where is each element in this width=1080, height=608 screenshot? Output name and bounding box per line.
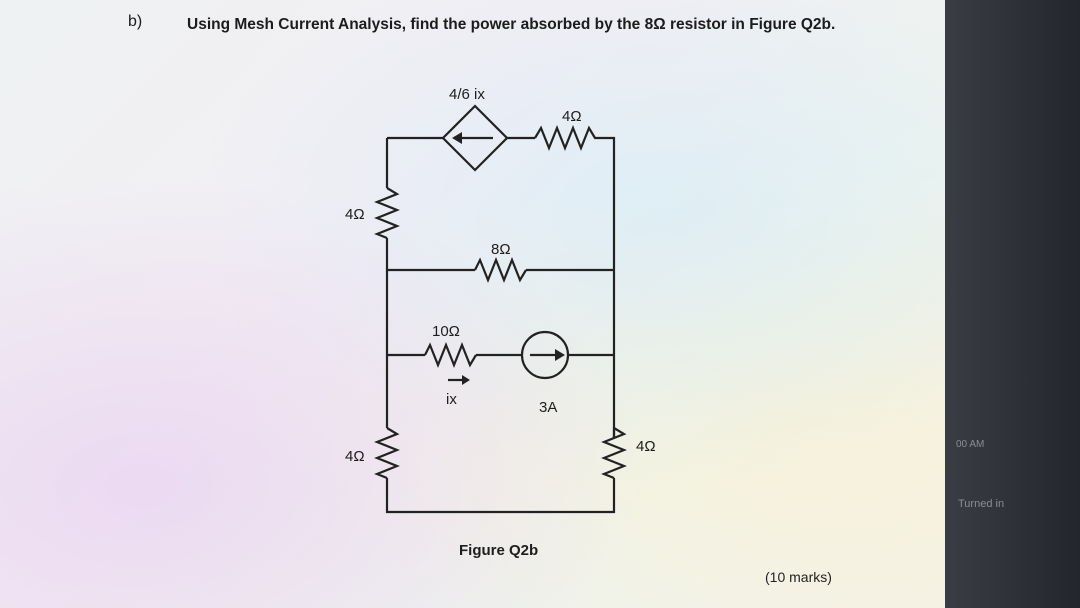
- question-text: Using Mesh Current Analysis, find the po…: [187, 16, 836, 33]
- resistor-right-label: 4Ω: [636, 438, 656, 455]
- wire-left-lower: [385, 478, 616, 514]
- resistor-left-bottom: [374, 427, 400, 480]
- turned-in-status: Turned in: [958, 498, 1005, 510]
- resistor-10-label: 10Ω: [432, 323, 460, 340]
- current-source-3a: [520, 330, 570, 380]
- resistor-middle: [474, 257, 527, 283]
- resistor-top: [534, 125, 600, 151]
- ix-arrow-icon: [448, 375, 470, 385]
- current-source-label: 3A: [539, 399, 557, 416]
- marks-label: (10 marks): [765, 569, 832, 585]
- dependent-source-label: 4/6 ix: [449, 86, 485, 103]
- resistor-left-bottom-label: 4Ω: [345, 448, 365, 465]
- dependent-current-source: [441, 104, 509, 172]
- resistor-right: [601, 427, 627, 480]
- ix-label: ix: [446, 391, 457, 408]
- resistor-left-top: [374, 187, 400, 240]
- figure-caption: Figure Q2b: [459, 542, 539, 559]
- circuit-diagram: 4/6 ix 4Ω 4Ω 8Ω 10Ω ix 3A 4Ω 4Ω: [345, 86, 656, 514]
- resistor-left-top-label: 4Ω: [345, 206, 365, 223]
- screen-area: [0, 0, 945, 608]
- resistor-middle-label: 8Ω: [491, 241, 511, 258]
- wire-top-right: [600, 136, 616, 438]
- resistor-top-label: 4Ω: [562, 108, 582, 125]
- resistor-10: [424, 342, 477, 368]
- question-label: b): [128, 13, 143, 30]
- monitor-bezel: [945, 0, 1080, 608]
- side-time: 00 AM: [956, 439, 985, 450]
